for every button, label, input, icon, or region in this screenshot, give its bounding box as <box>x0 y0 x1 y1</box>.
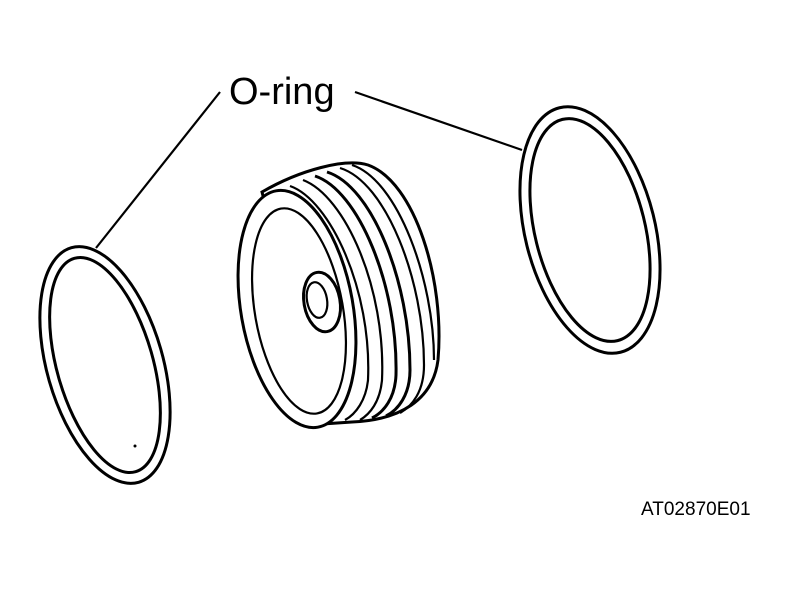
piston-assembly <box>236 161 441 430</box>
o-ring-left <box>38 245 172 485</box>
o-ring-callout-label: O-ring <box>229 71 335 113</box>
leader-line-right <box>354 90 523 152</box>
o-ring-right <box>518 105 662 355</box>
leader-lines <box>95 90 523 249</box>
figure-code-label: AT02870E01 <box>641 499 751 520</box>
leader-line-left <box>95 91 221 249</box>
